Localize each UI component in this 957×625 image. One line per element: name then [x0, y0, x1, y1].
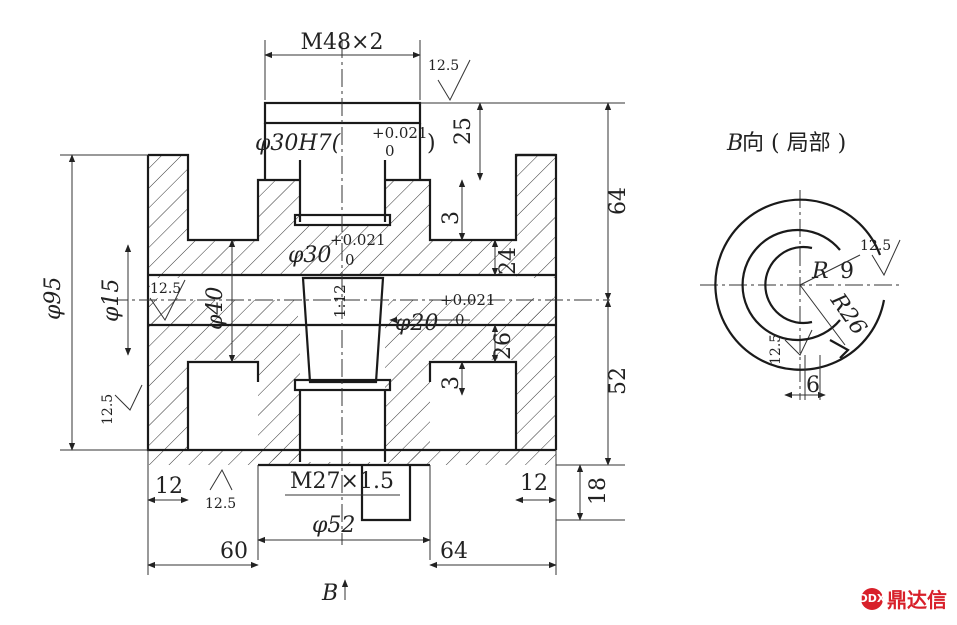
inner-hole-label: φ20 — [395, 311, 438, 336]
cavities — [150, 158, 554, 462]
dim-52: 52 — [606, 367, 631, 395]
thread-bottom-label: M27×1.5 — [290, 469, 394, 494]
aux-roughness-a: 12.5 — [860, 238, 891, 254]
dim-3-bottom: 3 — [439, 376, 464, 390]
inner-hole-tol-up: +0.021 — [440, 291, 496, 309]
aux-radius-9: 9 — [840, 259, 854, 284]
aux-view-title: 向 ( 局部 ) — [742, 131, 846, 156]
dim-24: 24 — [496, 247, 521, 275]
bore-mid-tol-up: +0.021 — [330, 231, 386, 249]
dim-64-right: 64 — [606, 187, 631, 215]
dimension-lines — [60, 40, 625, 600]
hub-dia-label: φ40 — [203, 287, 228, 330]
dim-64-bottom: 64 — [440, 539, 468, 564]
bore-top-close: ) — [427, 131, 436, 156]
aux-roughness-b: 12.5 — [768, 334, 784, 365]
section-hatching — [148, 155, 556, 465]
dim-60: 60 — [220, 539, 248, 564]
roughness-left-label: 12.5 — [100, 394, 116, 425]
dim-18: 18 — [586, 477, 611, 505]
taper-label: 1:12 — [331, 284, 349, 318]
bottom-dia-label: φ52 — [312, 513, 355, 538]
bore-top-label: φ30H7( — [255, 131, 341, 156]
dim-26: 26 — [491, 332, 516, 360]
inner-hole-tol-low: 0 — [455, 311, 465, 329]
aux-view-b — [714, 198, 886, 400]
aux-radius-r26: R26 — [825, 288, 872, 340]
roughness-bottom-label: 12.5 — [205, 496, 236, 512]
watermark-logo: DDX 鼎达信 — [859, 584, 947, 613]
brand-mark-icon: DDX — [859, 587, 885, 610]
aux-radius-r: R — [811, 259, 829, 284]
view-arrow-label: B — [321, 581, 338, 606]
dim-3-top: 3 — [439, 211, 464, 225]
dim-25: 25 — [451, 117, 476, 145]
main-outline — [146, 101, 558, 522]
bore-mid-tol-low: 0 — [345, 251, 355, 269]
dim-12-right: 12 — [520, 471, 548, 496]
dim-12-left: 12 — [155, 474, 183, 499]
bore-mid-label: φ30 — [288, 243, 331, 268]
bore-top-tol-low: 0 — [385, 142, 395, 160]
aux-dim-6: 6 — [806, 373, 820, 398]
roughness-cross-label: 12.5 — [150, 281, 181, 297]
roughness-top-label: 12.5 — [428, 58, 459, 74]
outer-dia-label: φ95 — [41, 277, 66, 320]
brand-name: 鼎达信 — [887, 588, 947, 612]
thread-top-label: M48×2 — [301, 30, 384, 55]
cross-hole-label: φ15 — [99, 279, 124, 322]
aux-view-title-letter: B — [726, 131, 743, 156]
bore-top-tol-up: +0.021 — [372, 124, 428, 142]
